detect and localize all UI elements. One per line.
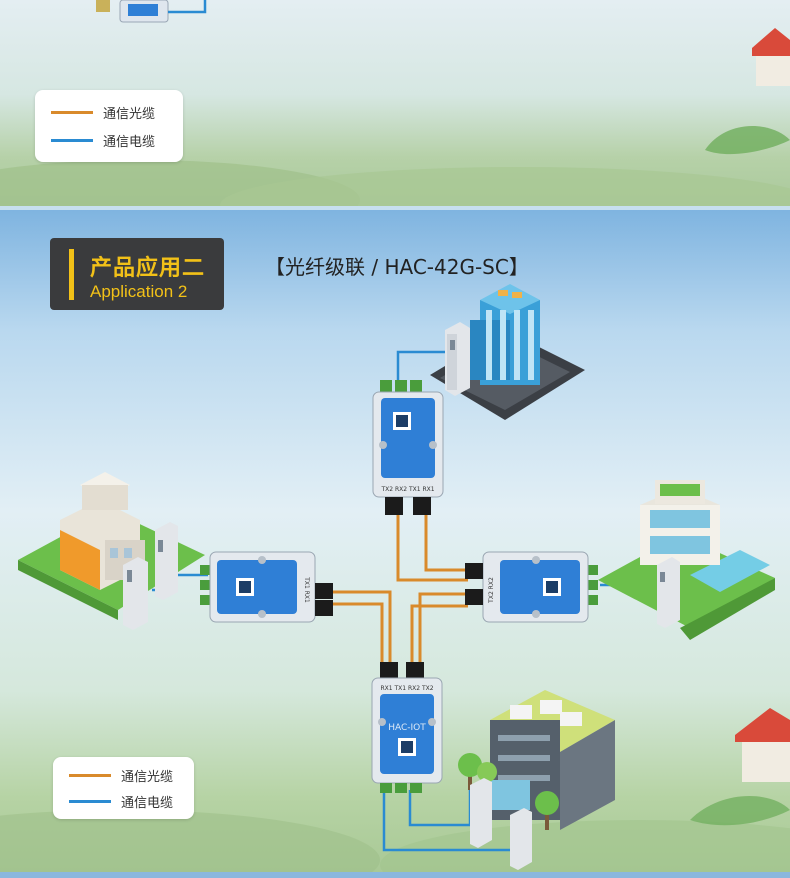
fiber-cable [330,590,392,662]
data-cable-top [168,0,207,14]
fiber-cable [396,515,468,582]
legend-fiber-row: 通信光缆 [51,102,155,122]
top-panel-scenery [0,0,790,210]
legend-data-row: 通信电缆 [51,130,155,150]
converter-device-top: TX2 RX2 TX1 RX1 [372,380,444,515]
data-cable [396,350,445,392]
application-subtitle: Application 2 [90,282,188,301]
house-icon [752,28,790,86]
legend-top: 通信光缆 通信电缆 [35,90,183,162]
device-partial [96,0,169,23]
legend-bottom: 通信光缆 通信电缆 [53,757,194,819]
legend-data-label: 通信电缆 [103,134,156,150]
device-port-labels: TX2 RX2 TX1 RX1 [380,486,434,493]
device-port-labels: RX1 TX1 RX2 TX2 [380,685,433,692]
scenery [0,708,790,878]
fiber-cables [330,515,468,662]
application-title: 产品应用二 [90,256,206,281]
terminal-icon [123,522,178,630]
data-line-swatch [69,799,111,803]
top-panel: 通信光缆 通信电缆 [0,0,790,210]
legend-fiber-label: 通信光缆 [121,769,174,785]
fiber-cable [410,604,468,662]
converter-device-left: TX1 RX1 [200,551,333,623]
leaf-icon [690,796,790,826]
legend-fiber-row: 通信光缆 [69,765,173,785]
villa-building-icon [598,480,775,640]
house-icon [735,708,790,782]
data-cable [382,790,520,852]
tree-icon [458,753,559,830]
terminal-icon [657,557,680,628]
application-badge: 产品应用二 Application 2 [50,238,224,310]
diagram-title: 【光纤级联 / HAC-42G-SC】 [265,255,529,279]
terminal-icon [445,322,470,396]
legend-data-label: 通信电缆 [121,795,174,811]
legend-data-row: 通信电缆 [69,791,173,811]
converter-device-right: TX2 RX2 [465,551,598,623]
fiber-line-swatch [69,773,111,777]
device-brand: HAC-IOT [388,723,426,733]
fiber-line-swatch [51,110,93,114]
converter-device-bottom: RX1 TX1 RX2 TX2 HAC-IOT [371,662,443,793]
device-port-labels: TX2 RX2 [488,577,495,604]
data-line-swatch [51,138,93,142]
leaf-icon [705,126,790,155]
terminal-icon [470,778,532,870]
device-port-labels: TX1 RX1 [303,576,310,603]
fiber-cable [418,592,468,662]
badge-accent-bar [69,249,74,300]
fiber-cable [424,515,468,572]
bottom-edge [0,872,790,878]
legend-fiber-label: 通信光缆 [103,106,156,122]
fiber-cable [330,602,384,662]
